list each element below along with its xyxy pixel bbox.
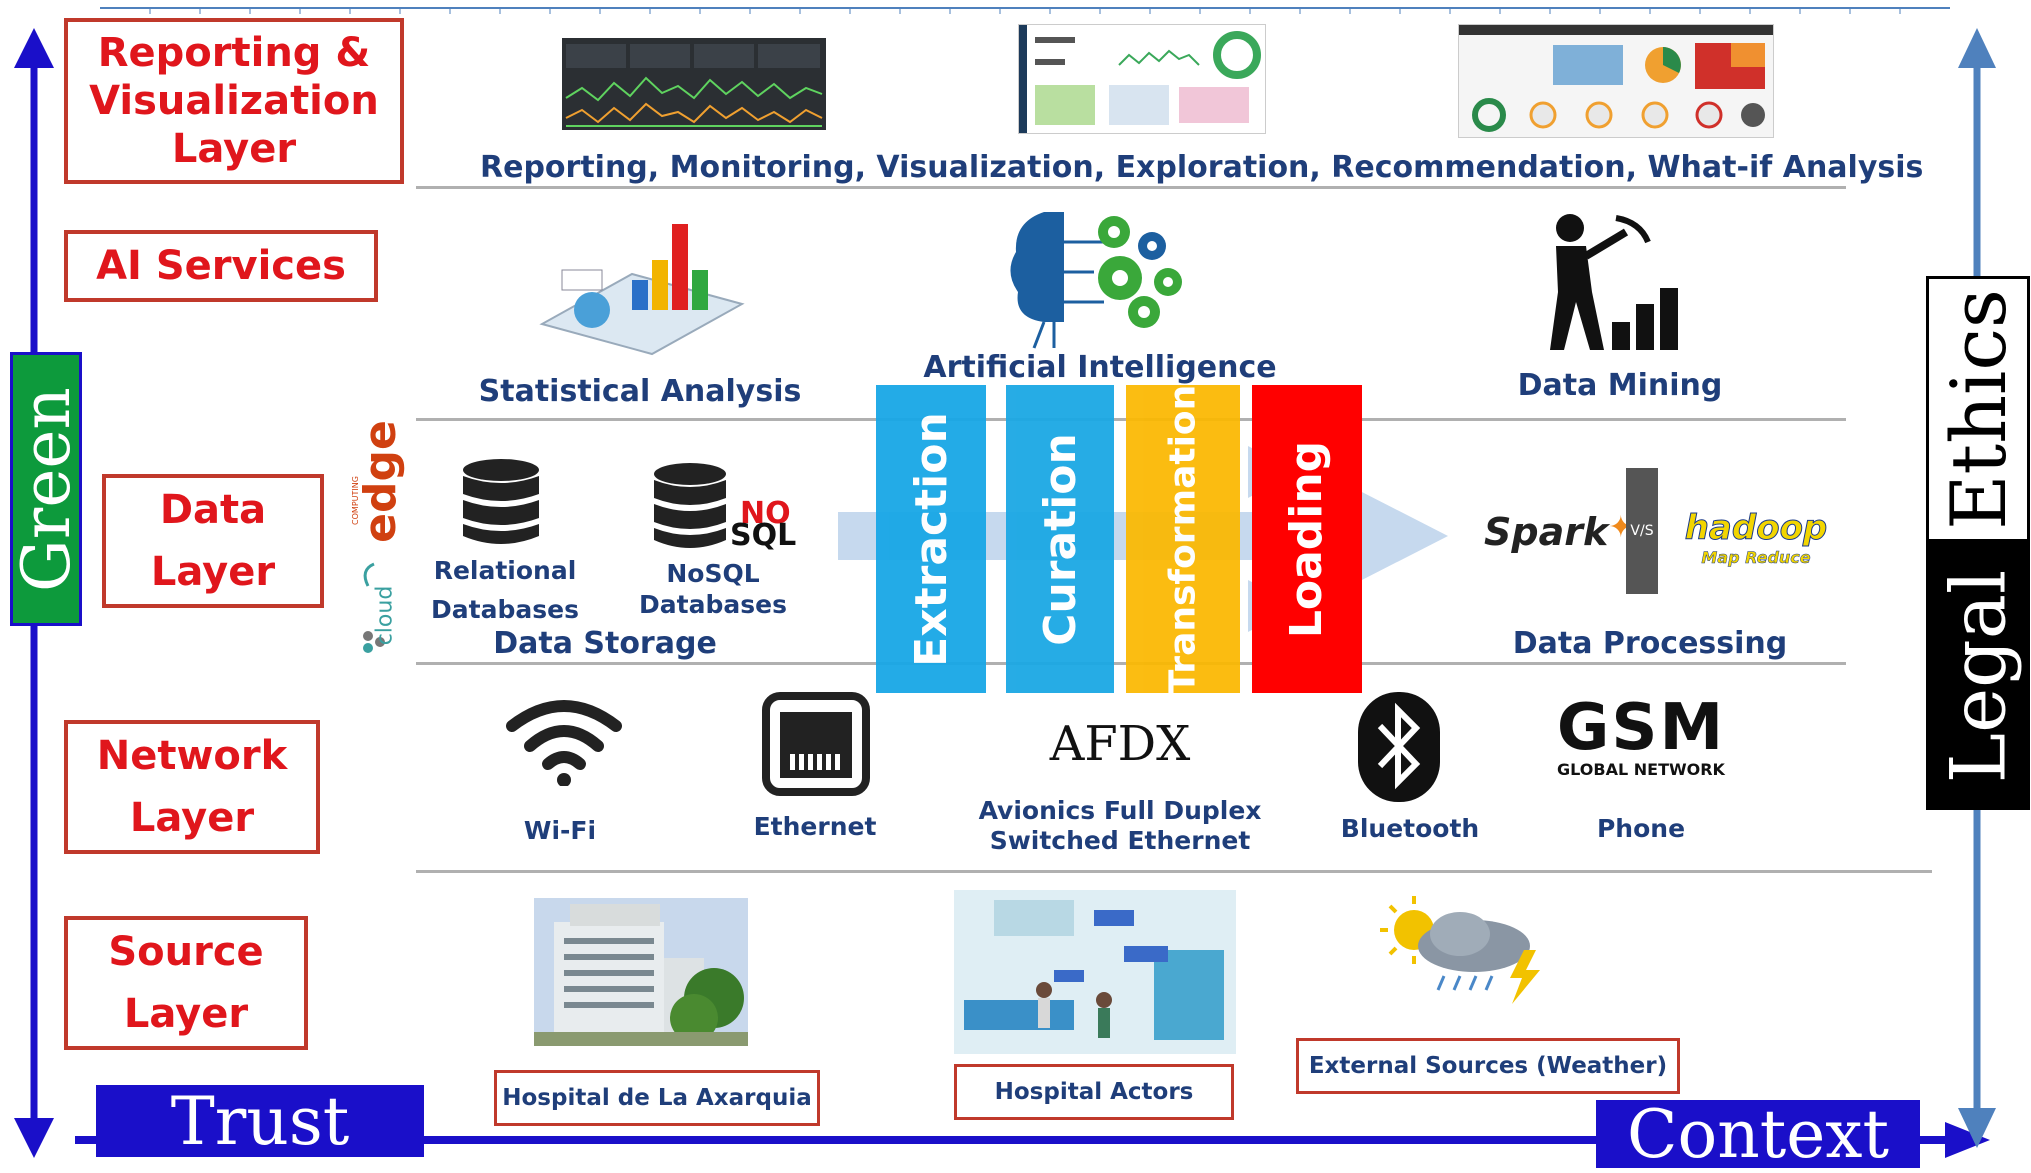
artificial-intelligence-icon xyxy=(1010,212,1182,349)
nosql-databases-label: NoSQL Databases xyxy=(639,559,787,620)
ethernet-icon xyxy=(762,692,870,796)
gsm-logo: GSM GLOBAL NETWORK xyxy=(1556,691,1726,779)
cloud-logo-icon xyxy=(363,562,385,653)
ai-services-layer-box: AI Services xyxy=(64,230,378,302)
green-axis-label: Green xyxy=(8,352,85,626)
data-storage-label: Data Storage xyxy=(493,626,717,661)
hospital-actors-source-label: Hospital Actors xyxy=(954,1064,1234,1120)
phone-label: Phone xyxy=(1596,814,1686,843)
weather-icon xyxy=(1380,896,1540,1004)
data-mining-label: Data Mining xyxy=(1517,368,1723,403)
trust-axis-label: Trust xyxy=(96,1083,424,1160)
nosql-database-icon xyxy=(654,463,726,548)
spark-logo: Spark✦ xyxy=(1484,510,1634,554)
extraction-column: Extraction xyxy=(876,385,986,693)
legal-axis-label: Legal xyxy=(1926,542,2030,810)
separator-reporting xyxy=(416,186,1846,189)
edge-computing-small-text: COMPUTING xyxy=(350,475,360,525)
hospital-actors-illustration xyxy=(954,890,1236,1054)
source-layer-box: Source Layer xyxy=(64,916,308,1050)
loading-column: Loading xyxy=(1252,385,1362,693)
hospital-building-photo xyxy=(534,898,748,1046)
dashboard-thumbnail-2 xyxy=(1018,24,1266,134)
statistical-analysis-icon xyxy=(539,224,745,356)
reporting-layer-box: Reporting & Visualization Layer xyxy=(64,18,404,184)
bluetooth-icon xyxy=(1358,692,1440,802)
vs-divider: V/S xyxy=(1626,468,1658,594)
top-ruler xyxy=(100,7,1950,14)
afdx-logo: AFDX xyxy=(1049,716,1191,772)
nosql-icon-sql: SQL xyxy=(730,518,797,553)
cloud-logo-text: cloud xyxy=(372,585,398,645)
wifi-label: Wi-Fi xyxy=(523,816,597,845)
hadoop-logo: hadoop Map Reduce xyxy=(1684,508,1828,568)
wifi-icon xyxy=(506,700,622,786)
nosql-icon-no: NO xyxy=(740,496,791,531)
context-axis-label: Context xyxy=(1596,1096,1920,1173)
separator-network xyxy=(416,870,1932,873)
afdx-label: Avionics Full Duplex Switched Ethernet xyxy=(978,796,1262,855)
ethernet-label: Ethernet xyxy=(753,812,877,841)
reporting-caption: Reporting, Monitoring, Visualization, Ex… xyxy=(480,150,1924,185)
statistical-analysis-label: Statistical Analysis xyxy=(478,374,802,409)
data-mining-icon xyxy=(1550,214,1678,350)
dashboard-thumbnail-1 xyxy=(562,38,826,130)
artificial-intelligence-label: Artificial Intelligence xyxy=(923,350,1277,385)
curation-column: Curation xyxy=(1006,385,1114,693)
data-layer-box: Data Layer xyxy=(102,474,324,608)
dashboard-thumbnail-3 xyxy=(1458,24,1774,138)
hospital-source-label: Hospital de La Axarquia xyxy=(494,1070,820,1126)
bluetooth-label: Bluetooth xyxy=(1340,814,1480,843)
transformation-column: Transformation xyxy=(1126,384,1240,694)
relational-database-icon xyxy=(463,459,539,544)
relational-databases-label: Relational Databases xyxy=(431,556,579,624)
ethics-axis-label: Ethics xyxy=(1926,276,2030,542)
network-layer-box: Network Layer xyxy=(64,720,320,854)
external-weather-source-label: External Sources (Weather) xyxy=(1296,1038,1680,1094)
data-processing-label: Data Processing xyxy=(1512,626,1788,661)
